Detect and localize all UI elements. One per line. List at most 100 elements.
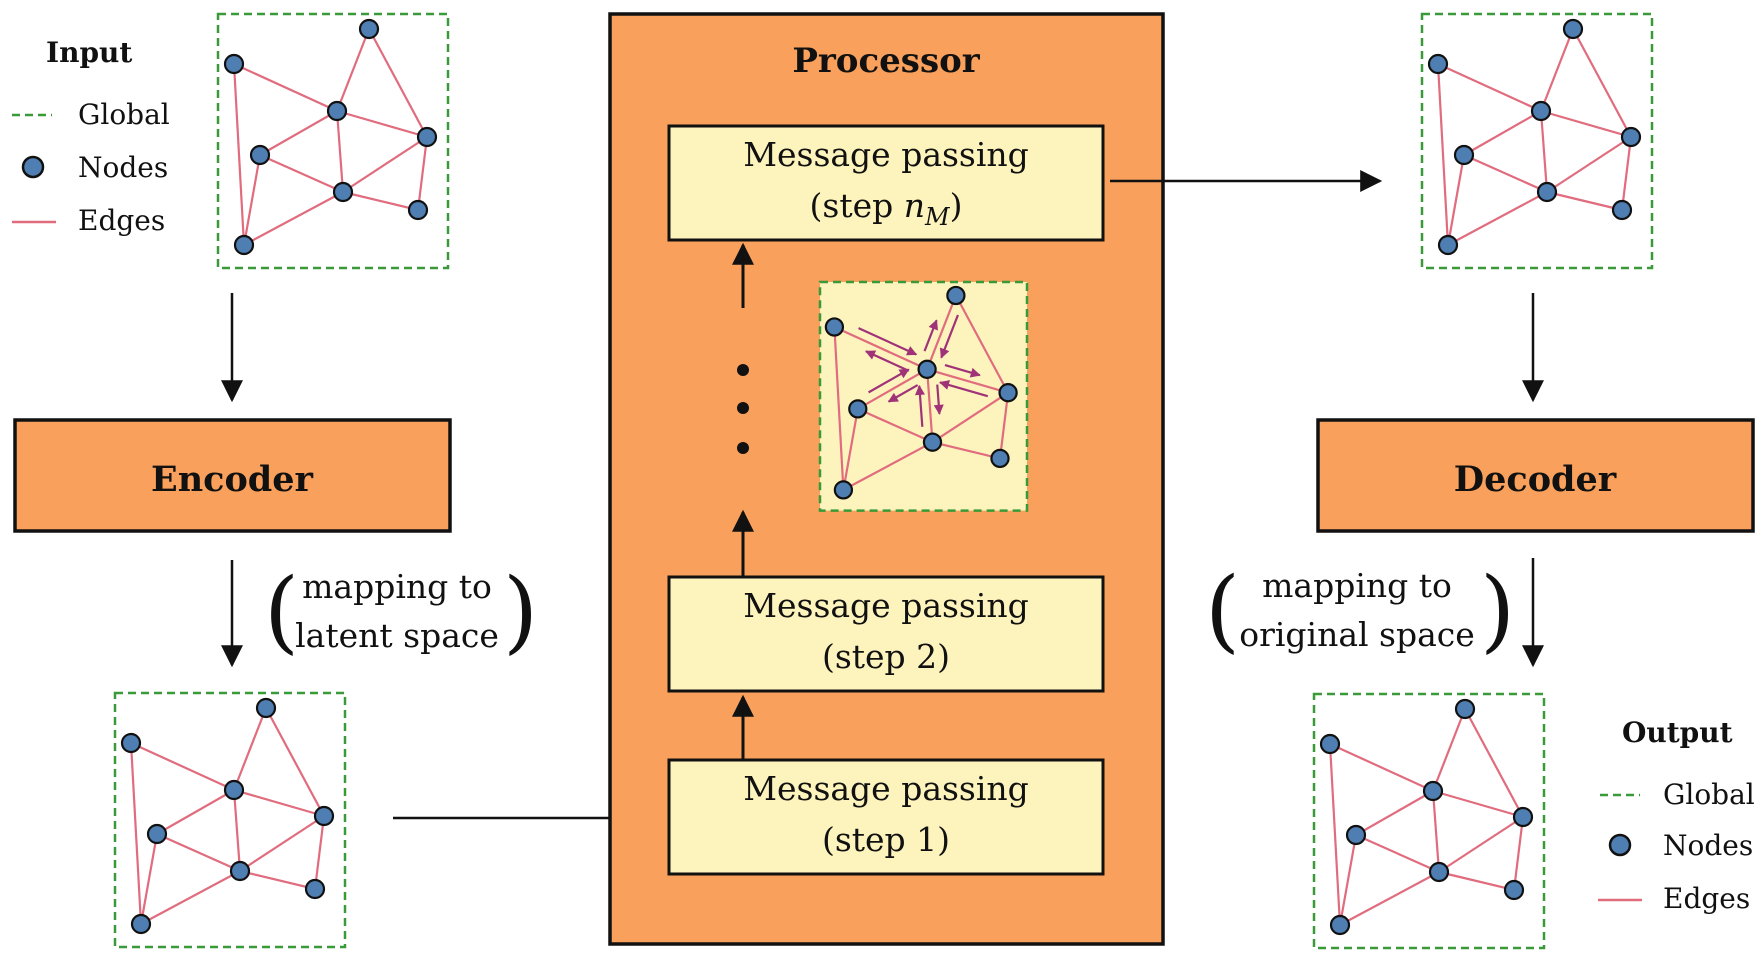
- graph-edge: [342, 136, 428, 193]
- graph-node: [233, 234, 255, 256]
- graph-node: [1422, 780, 1444, 802]
- graph-edge: [1447, 191, 1548, 246]
- message-passing-step-1: [667, 758, 1105, 876]
- output-legend: Output Global Nodes Edges: [1598, 716, 1755, 915]
- graph-node: [223, 779, 245, 801]
- latent-graph: [113, 691, 347, 949]
- graph-node: [1562, 18, 1584, 40]
- graph-edge: [1572, 28, 1632, 138]
- graph-edge: [1546, 136, 1632, 193]
- graph-edge: [1463, 110, 1542, 156]
- output-legend-edges: Edges: [1663, 882, 1750, 915]
- global-frame: [216, 12, 450, 270]
- graph-edge: [1432, 789, 1524, 819]
- graph-node: [1611, 199, 1633, 221]
- graph-edge: [833, 325, 928, 371]
- graph-edge: [342, 190, 419, 212]
- graph-node: [1454, 698, 1476, 720]
- graph-node: [130, 913, 152, 935]
- graph-edge: [1539, 110, 1549, 193]
- graph-node: [1319, 733, 1341, 755]
- graph-edge: [1355, 833, 1440, 874]
- graph-node: [229, 860, 251, 882]
- message-arrow: [944, 364, 981, 378]
- message-arrow: [858, 327, 918, 356]
- graph-edge: [998, 392, 1010, 459]
- message-arrow: [923, 319, 938, 352]
- message-arrow: [939, 314, 959, 359]
- graph-node: [1427, 53, 1449, 75]
- graph-edge: [931, 391, 1009, 444]
- graph-edge: [926, 369, 934, 443]
- graph-edge: [1436, 63, 1450, 246]
- graph-edge: [259, 110, 338, 156]
- graph-edge: [1546, 190, 1623, 212]
- graph-node: [1512, 806, 1534, 828]
- graph-edge: [242, 154, 262, 246]
- message-arrow: [914, 384, 925, 427]
- message-passing-illustration: [818, 280, 1029, 512]
- input-legend-title: Input: [46, 36, 132, 69]
- graph-node: [946, 285, 966, 306]
- global-frame: [1420, 12, 1654, 270]
- graph-edge: [232, 63, 246, 246]
- decoder-label: Decoder: [1454, 459, 1617, 500]
- output-legend-global: Global: [1663, 778, 1755, 811]
- encoder-note-open-paren: (: [264, 559, 299, 664]
- graph-edge: [156, 789, 235, 835]
- graph-edge: [130, 741, 235, 792]
- graph-edge: [416, 136, 429, 211]
- graph-node: [1620, 126, 1642, 148]
- input-legend-nodes: Nodes: [78, 151, 168, 184]
- message-passing-step-2: [667, 575, 1105, 693]
- graph-node: [1437, 234, 1459, 256]
- graph-edge: [243, 191, 344, 246]
- graph-node: [1536, 181, 1558, 203]
- graph-node: [416, 126, 438, 148]
- graph-node: [332, 181, 354, 203]
- output-legend-nodes: Nodes: [1663, 829, 1753, 862]
- graph-edge: [335, 28, 371, 112]
- graph-node: [833, 480, 854, 500]
- graph-node: [313, 805, 335, 827]
- graph-edge: [1437, 62, 1542, 113]
- step-nm-variable: n: [904, 186, 925, 225]
- processor-title: Processor: [792, 41, 980, 81]
- output-graph-top: [1420, 12, 1654, 270]
- message-arrow: [887, 384, 919, 403]
- input-legend-global: Global: [78, 98, 170, 131]
- graph-edge: [1540, 109, 1632, 139]
- graph-edge: [1329, 742, 1434, 793]
- step-2-line1: Message passing: [743, 586, 1029, 625]
- graph-edge: [926, 295, 957, 370]
- step-2-line2: (step 2): [822, 637, 950, 676]
- graph-edge: [857, 368, 928, 410]
- graph-edge: [1512, 816, 1525, 891]
- graph-node: [304, 878, 326, 900]
- graph-edge: [842, 441, 934, 491]
- output-graph-bottom: [1312, 692, 1546, 950]
- decoder-note-line1: mapping to: [1262, 566, 1452, 605]
- encoder-note-line1: mapping to: [302, 567, 492, 606]
- graph-edge: [1463, 153, 1548, 194]
- legend-node-swatch: [21, 155, 45, 179]
- graph-node: [824, 317, 845, 337]
- graph-node: [407, 199, 429, 221]
- graph-edge: [1431, 708, 1467, 792]
- graph-node: [917, 359, 937, 379]
- output-legend-title: Output: [1622, 716, 1733, 749]
- step-nm-line1: Message passing: [743, 135, 1029, 174]
- graph-node: [249, 144, 271, 166]
- graph-edge: [140, 870, 241, 925]
- graph-edge: [239, 869, 316, 891]
- input-legend: Input Global Nodes Edges: [12, 36, 170, 237]
- step-1-line2: (step 1): [822, 820, 950, 859]
- message-arrow: [939, 380, 989, 398]
- graph-edge: [1355, 790, 1434, 836]
- encoder-note-close-paren: ): [503, 559, 538, 664]
- graph-edge: [336, 109, 428, 139]
- legend-node-swatch: [1608, 833, 1632, 857]
- graph-edge: [842, 408, 859, 491]
- graph-node: [326, 100, 348, 122]
